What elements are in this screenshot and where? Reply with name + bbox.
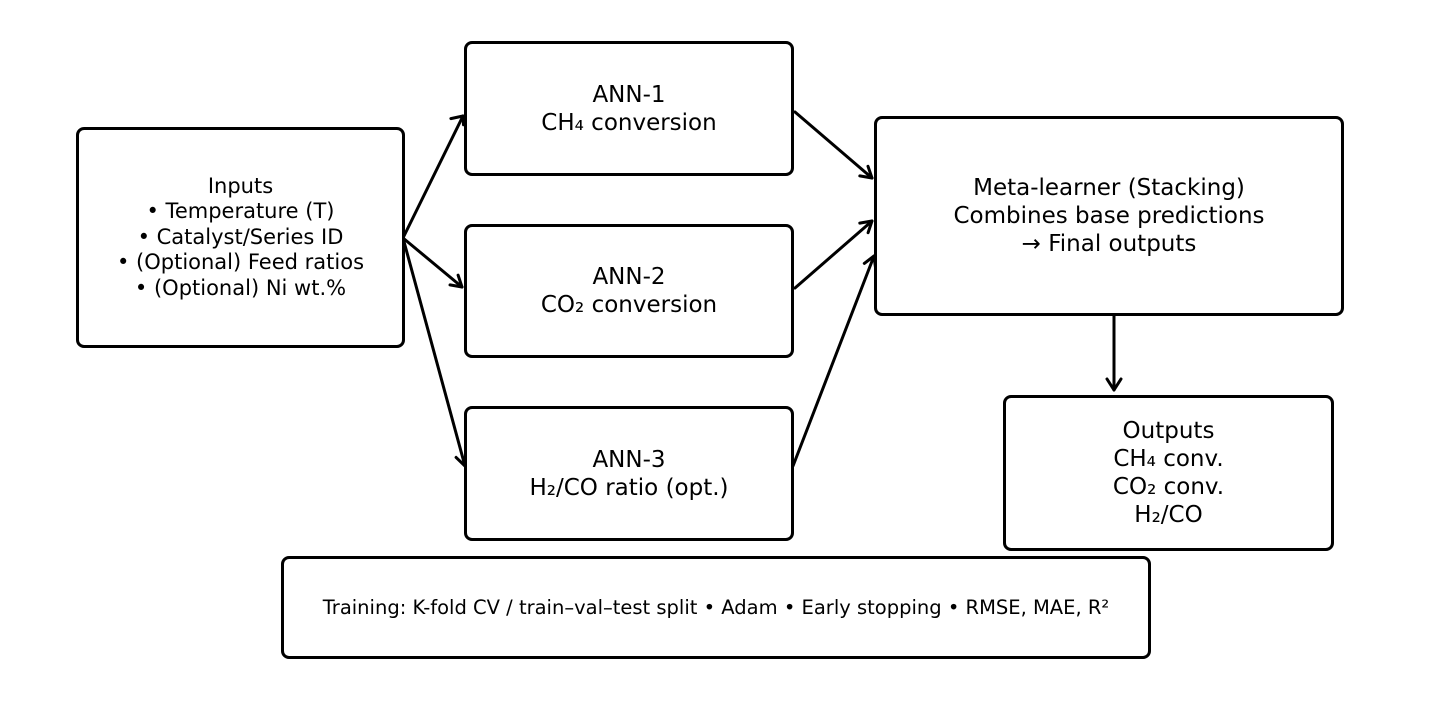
input-item-temperature: • Temperature (T): [146, 199, 335, 224]
output-item-ch4: CH₄ conv.: [1113, 446, 1224, 472]
output-item-co2: CO₂ conv.: [1112, 474, 1225, 500]
ann1-box: ANN-1 CH₄ conversion: [464, 41, 794, 176]
outputs-title: Outputs: [1122, 418, 1215, 444]
arrow-inputs-to-ann3: [401, 236, 470, 468]
input-item-feed-ratios: • (Optional) Feed ratios: [116, 250, 365, 275]
meta-line-final-outputs: → Final outputs: [1021, 231, 1197, 257]
arrow-inputs-to-ann2: [401, 236, 464, 289]
ann1-subtitle: CH₄ conversion: [541, 109, 717, 136]
input-item-catalyst: • Catalyst/Series ID: [137, 224, 344, 249]
inputs-title: Inputs: [207, 173, 274, 198]
arrow-meta-to-outputs: [1105, 314, 1123, 392]
training-text: Training: K-fold CV / train–val–test spl…: [322, 595, 1110, 619]
inputs-box: Inputs • Temperature (T) • Catalyst/Seri…: [76, 127, 405, 348]
arrow-ann2-to-meta: [793, 219, 874, 290]
ann1-title: ANN-1: [592, 81, 666, 108]
input-item-ni-wt: • (Optional) Ni wt.%: [134, 275, 347, 300]
outputs-box: Outputs CH₄ conv. CO₂ conv. H₂/CO: [1003, 395, 1334, 551]
ann2-title: ANN-2: [592, 264, 666, 290]
output-item-h2co: H₂/CO: [1134, 502, 1203, 528]
arrow-ann1-to-meta: [793, 110, 874, 180]
ann3-title: ANN-3: [592, 446, 666, 473]
arrow-ann3-to-meta: [791, 254, 878, 468]
meta-line-title: Meta-learner (Stacking): [973, 175, 1245, 201]
arrow-inputs-to-ann1: [401, 114, 465, 240]
ann2-box: ANN-2 CO₂ conversion: [464, 224, 794, 358]
ann2-subtitle: CO₂ conversion: [540, 292, 718, 318]
ann3-subtitle: H₂/CO ratio (opt.): [529, 474, 729, 501]
training-box: Training: K-fold CV / train–val–test spl…: [281, 556, 1151, 659]
ann3-box: ANN-3 H₂/CO ratio (opt.): [464, 406, 794, 541]
meta-line-combines: Combines base predictions: [953, 203, 1265, 229]
meta-learner-box: Meta-learner (Stacking) Combines base pr…: [874, 116, 1344, 316]
